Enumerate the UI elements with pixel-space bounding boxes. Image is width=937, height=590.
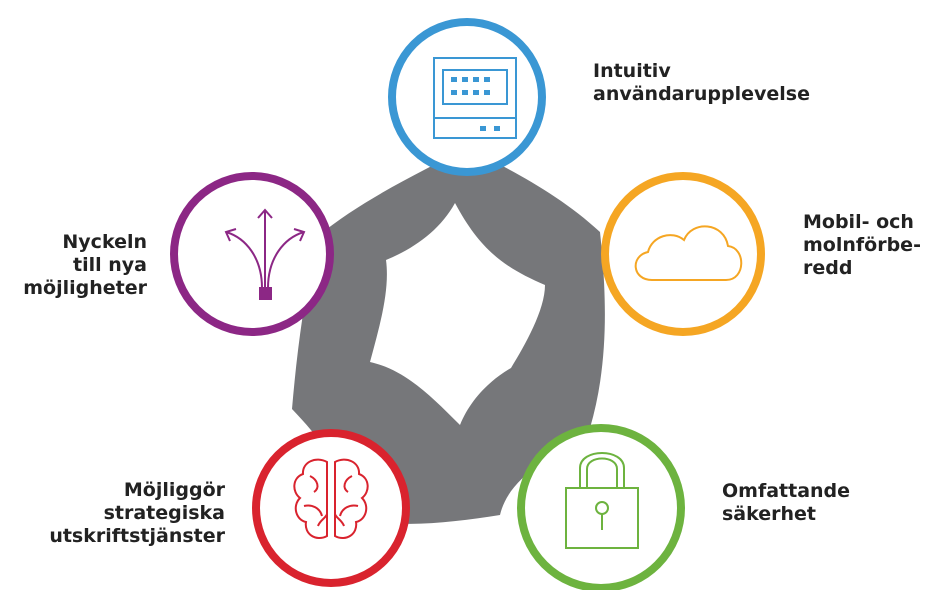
node-circle-left: [170, 172, 334, 336]
node-label-lower-left: Möjliggör strategiska utskriftstjänster: [49, 479, 225, 547]
node-circle-lower-right: [517, 424, 685, 590]
control-panel-icon: [433, 57, 517, 139]
node-circle-right: [601, 172, 765, 336]
central-hub: [292, 148, 605, 524]
cloud-icon: [634, 225, 743, 281]
branching-arrows-icon: [224, 208, 306, 300]
padlock-icon: [565, 452, 639, 549]
node-circle-lower-left: [252, 429, 410, 587]
node-label-left: Nyckeln till nya möjligheter: [23, 231, 147, 299]
node-circle-top: [388, 18, 546, 176]
node-label-lower-right: Omfattande säkerhet: [722, 480, 851, 525]
node-label-right: Mobil- och molnförbe- redd: [803, 211, 921, 279]
brain-icon: [293, 458, 369, 540]
node-label-top: Intuitiv användarupplevelse: [593, 60, 810, 105]
